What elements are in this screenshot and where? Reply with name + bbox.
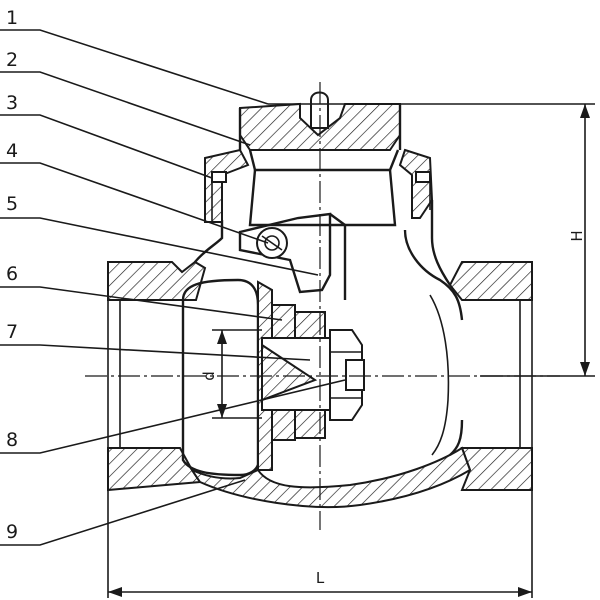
callout-2: 2: [6, 49, 18, 71]
callout-6: 6: [6, 263, 18, 285]
gasket: [211, 171, 431, 222]
leader-lines: [0, 29, 346, 546]
disc-assembly: [261, 304, 365, 441]
callout-9: 9: [6, 521, 18, 543]
centerlines: [85, 82, 560, 530]
dimension-length: L: [107, 490, 533, 598]
callout-8: 8: [6, 429, 18, 451]
callout-numbers: 1 2 3 4 5 6 7 8 9: [6, 7, 18, 543]
valve-cap: [204, 91, 434, 227]
hinge-assembly: [238, 212, 347, 300]
valve-body: [107, 200, 533, 508]
diameter-dimension-label: d: [200, 371, 218, 381]
callout-3: 3: [6, 92, 18, 114]
callout-1: 1: [6, 7, 18, 29]
height-dimension-label: H: [568, 230, 586, 241]
length-dimension-label: L: [316, 569, 325, 587]
callout-4: 4: [6, 140, 18, 162]
dimension-diameter: d: [200, 329, 262, 419]
dimension-height: H: [400, 103, 595, 377]
callout-5: 5: [6, 193, 18, 215]
callout-7: 7: [6, 321, 18, 343]
